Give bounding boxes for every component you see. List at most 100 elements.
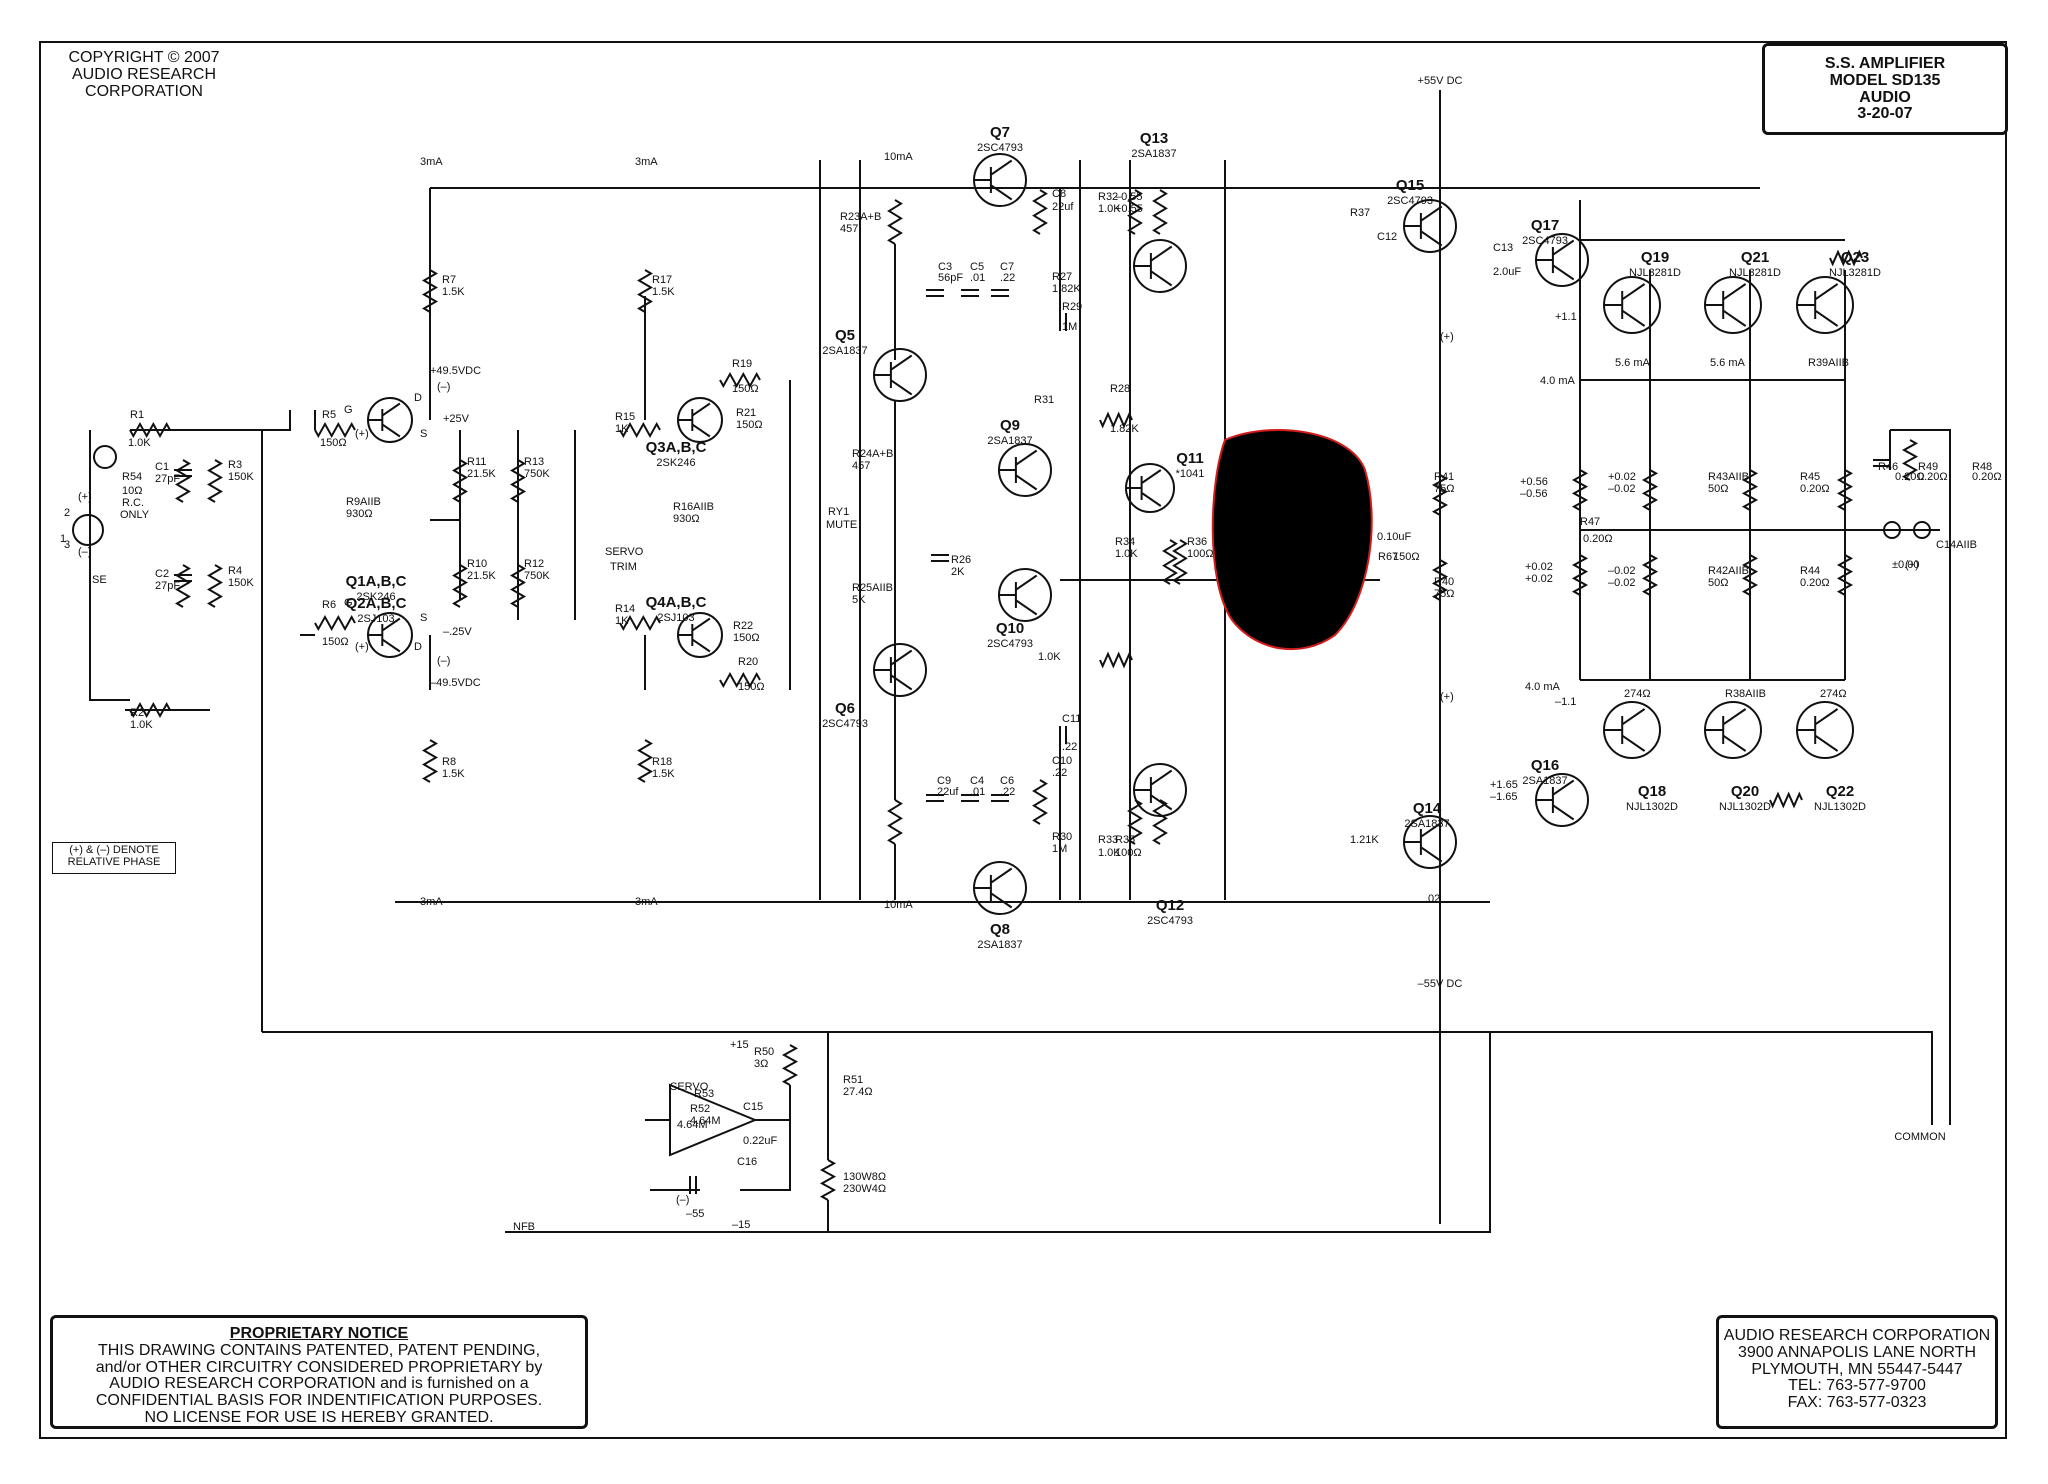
mute-label: MUTE [826, 519, 857, 531]
label: R5 [322, 409, 336, 421]
label: 150Ω [733, 632, 760, 644]
label: R46 [1878, 461, 1898, 473]
transistor-part: 2SC4793 [977, 142, 1023, 154]
transistor-ref: Q15 [1396, 177, 1424, 194]
label: 100Ω [1187, 548, 1214, 560]
label: (+) [355, 428, 369, 440]
transistor-symbol [678, 617, 711, 653]
label: C1 [155, 461, 169, 473]
label: 5.6 mA [1615, 357, 1651, 369]
label: R6 [322, 599, 336, 611]
label: 1.5K [442, 286, 465, 298]
label: 150Ω [736, 419, 763, 431]
label: C15 [743, 1101, 763, 1113]
label: C3 [938, 261, 952, 273]
label: 0.20Ω [1895, 471, 1925, 483]
wire [89, 296, 791, 1032]
resistor [207, 564, 223, 608]
phase-note-line: (+) & (–) DENOTE [69, 844, 159, 856]
resistor [1152, 189, 1168, 235]
label: –1.1 [1555, 696, 1576, 708]
label: R53 [694, 1088, 714, 1100]
output-terminal-minus [1913, 521, 1931, 539]
label: R10 [467, 558, 487, 570]
transistor-ref: Q9 [1000, 417, 1020, 434]
nfb-label: NFB [513, 1221, 535, 1233]
resistor [619, 614, 661, 632]
capacitor [991, 289, 1009, 297]
label: 10mA [884, 151, 913, 163]
label: 10mA [884, 899, 913, 911]
label: R4 [228, 565, 242, 577]
label: R28 [1110, 383, 1130, 395]
label: 750K [524, 570, 550, 582]
label: 5K [852, 594, 866, 606]
transistor-part: NJL3281D [1829, 267, 1881, 279]
resistor [1032, 779, 1048, 825]
resistor [887, 199, 903, 245]
transistor-symbol [1134, 245, 1173, 287]
transistor-ref: Q8 [990, 921, 1010, 938]
label: +0.02 [1525, 561, 1553, 573]
transistor-ref: Q7 [990, 124, 1010, 141]
resistor [1172, 539, 1188, 585]
label: 1.0K [1115, 548, 1138, 560]
label: 21.5K [467, 570, 496, 582]
label: 22uf [937, 786, 959, 798]
label: 22uf [1052, 201, 1074, 213]
title-line: AUDIO [1859, 88, 1911, 106]
title-block: S.S. AMPLIFIER MODEL SD135 AUDIO 3-20-07 [1762, 43, 2008, 135]
label: 1.0K [128, 437, 151, 449]
transistor-part: 2SC4793 [1387, 195, 1433, 207]
transistor-part: NJL1302D [1626, 801, 1678, 813]
resistor [619, 421, 661, 439]
transistor-part: 2SC4793 [1147, 915, 1193, 927]
capacitor [961, 289, 979, 297]
label: 150K [228, 471, 254, 483]
label: SE [92, 574, 107, 586]
resistor [1741, 469, 1759, 511]
address-line: AUDIO RESEARCH CORPORATION [1723, 1327, 1991, 1344]
title-line: S.S. AMPLIFIER [1824, 55, 1946, 72]
resistor [129, 421, 171, 439]
servo-trim-label: TRIM [610, 561, 637, 573]
label: D [414, 392, 422, 404]
label: 0.20Ω [1800, 577, 1830, 589]
transistor-symbol [1536, 239, 1575, 281]
resistor [129, 701, 171, 719]
label: R17 [652, 274, 672, 286]
label: R29 [1062, 301, 1082, 313]
label: 750K [524, 468, 550, 480]
resistor [1431, 559, 1449, 601]
proprietary-line: NO LICENSE FOR USE IS HEREBY GRANTED. [144, 1408, 494, 1426]
proprietary-line: and/or OTHER CIRCUITRY CONSIDERED PROPRI… [95, 1358, 543, 1376]
resistor [1571, 554, 1589, 596]
label: C10 [1052, 755, 1072, 767]
transistor-part: NJL3281D [1729, 267, 1781, 279]
drawing-border [39, 41, 2007, 1439]
label: –0.56 [1520, 488, 1548, 500]
label: C2 [155, 568, 169, 580]
transistor-part: 2SJ103 [357, 613, 394, 625]
proprietary-notice: PROPRIETARY NOTICE THIS DRAWING CONTAINS… [50, 1315, 588, 1429]
label: R54 [122, 471, 142, 483]
label: 0.10uF [1377, 531, 1412, 543]
label: C9 [937, 775, 951, 787]
label: C13 [1493, 242, 1513, 254]
label: +0.02 [1525, 573, 1553, 585]
address-line: FAX: 763-577-0323 [1787, 1394, 1927, 1412]
label: +25V [443, 413, 470, 425]
label: R11 [467, 456, 486, 468]
phase-note: (+) & (–) DENOTE RELATIVE PHASE [52, 842, 176, 874]
label: R37 [1350, 207, 1370, 219]
capacitor [1873, 459, 1891, 467]
label: C7 [1000, 261, 1014, 273]
transistor-part: 2SK246 [656, 457, 695, 469]
label: R22 [733, 620, 753, 632]
resistor [1901, 439, 1919, 481]
label: (+) [355, 641, 369, 653]
capacitor [1059, 726, 1067, 744]
capacitor [926, 794, 944, 802]
